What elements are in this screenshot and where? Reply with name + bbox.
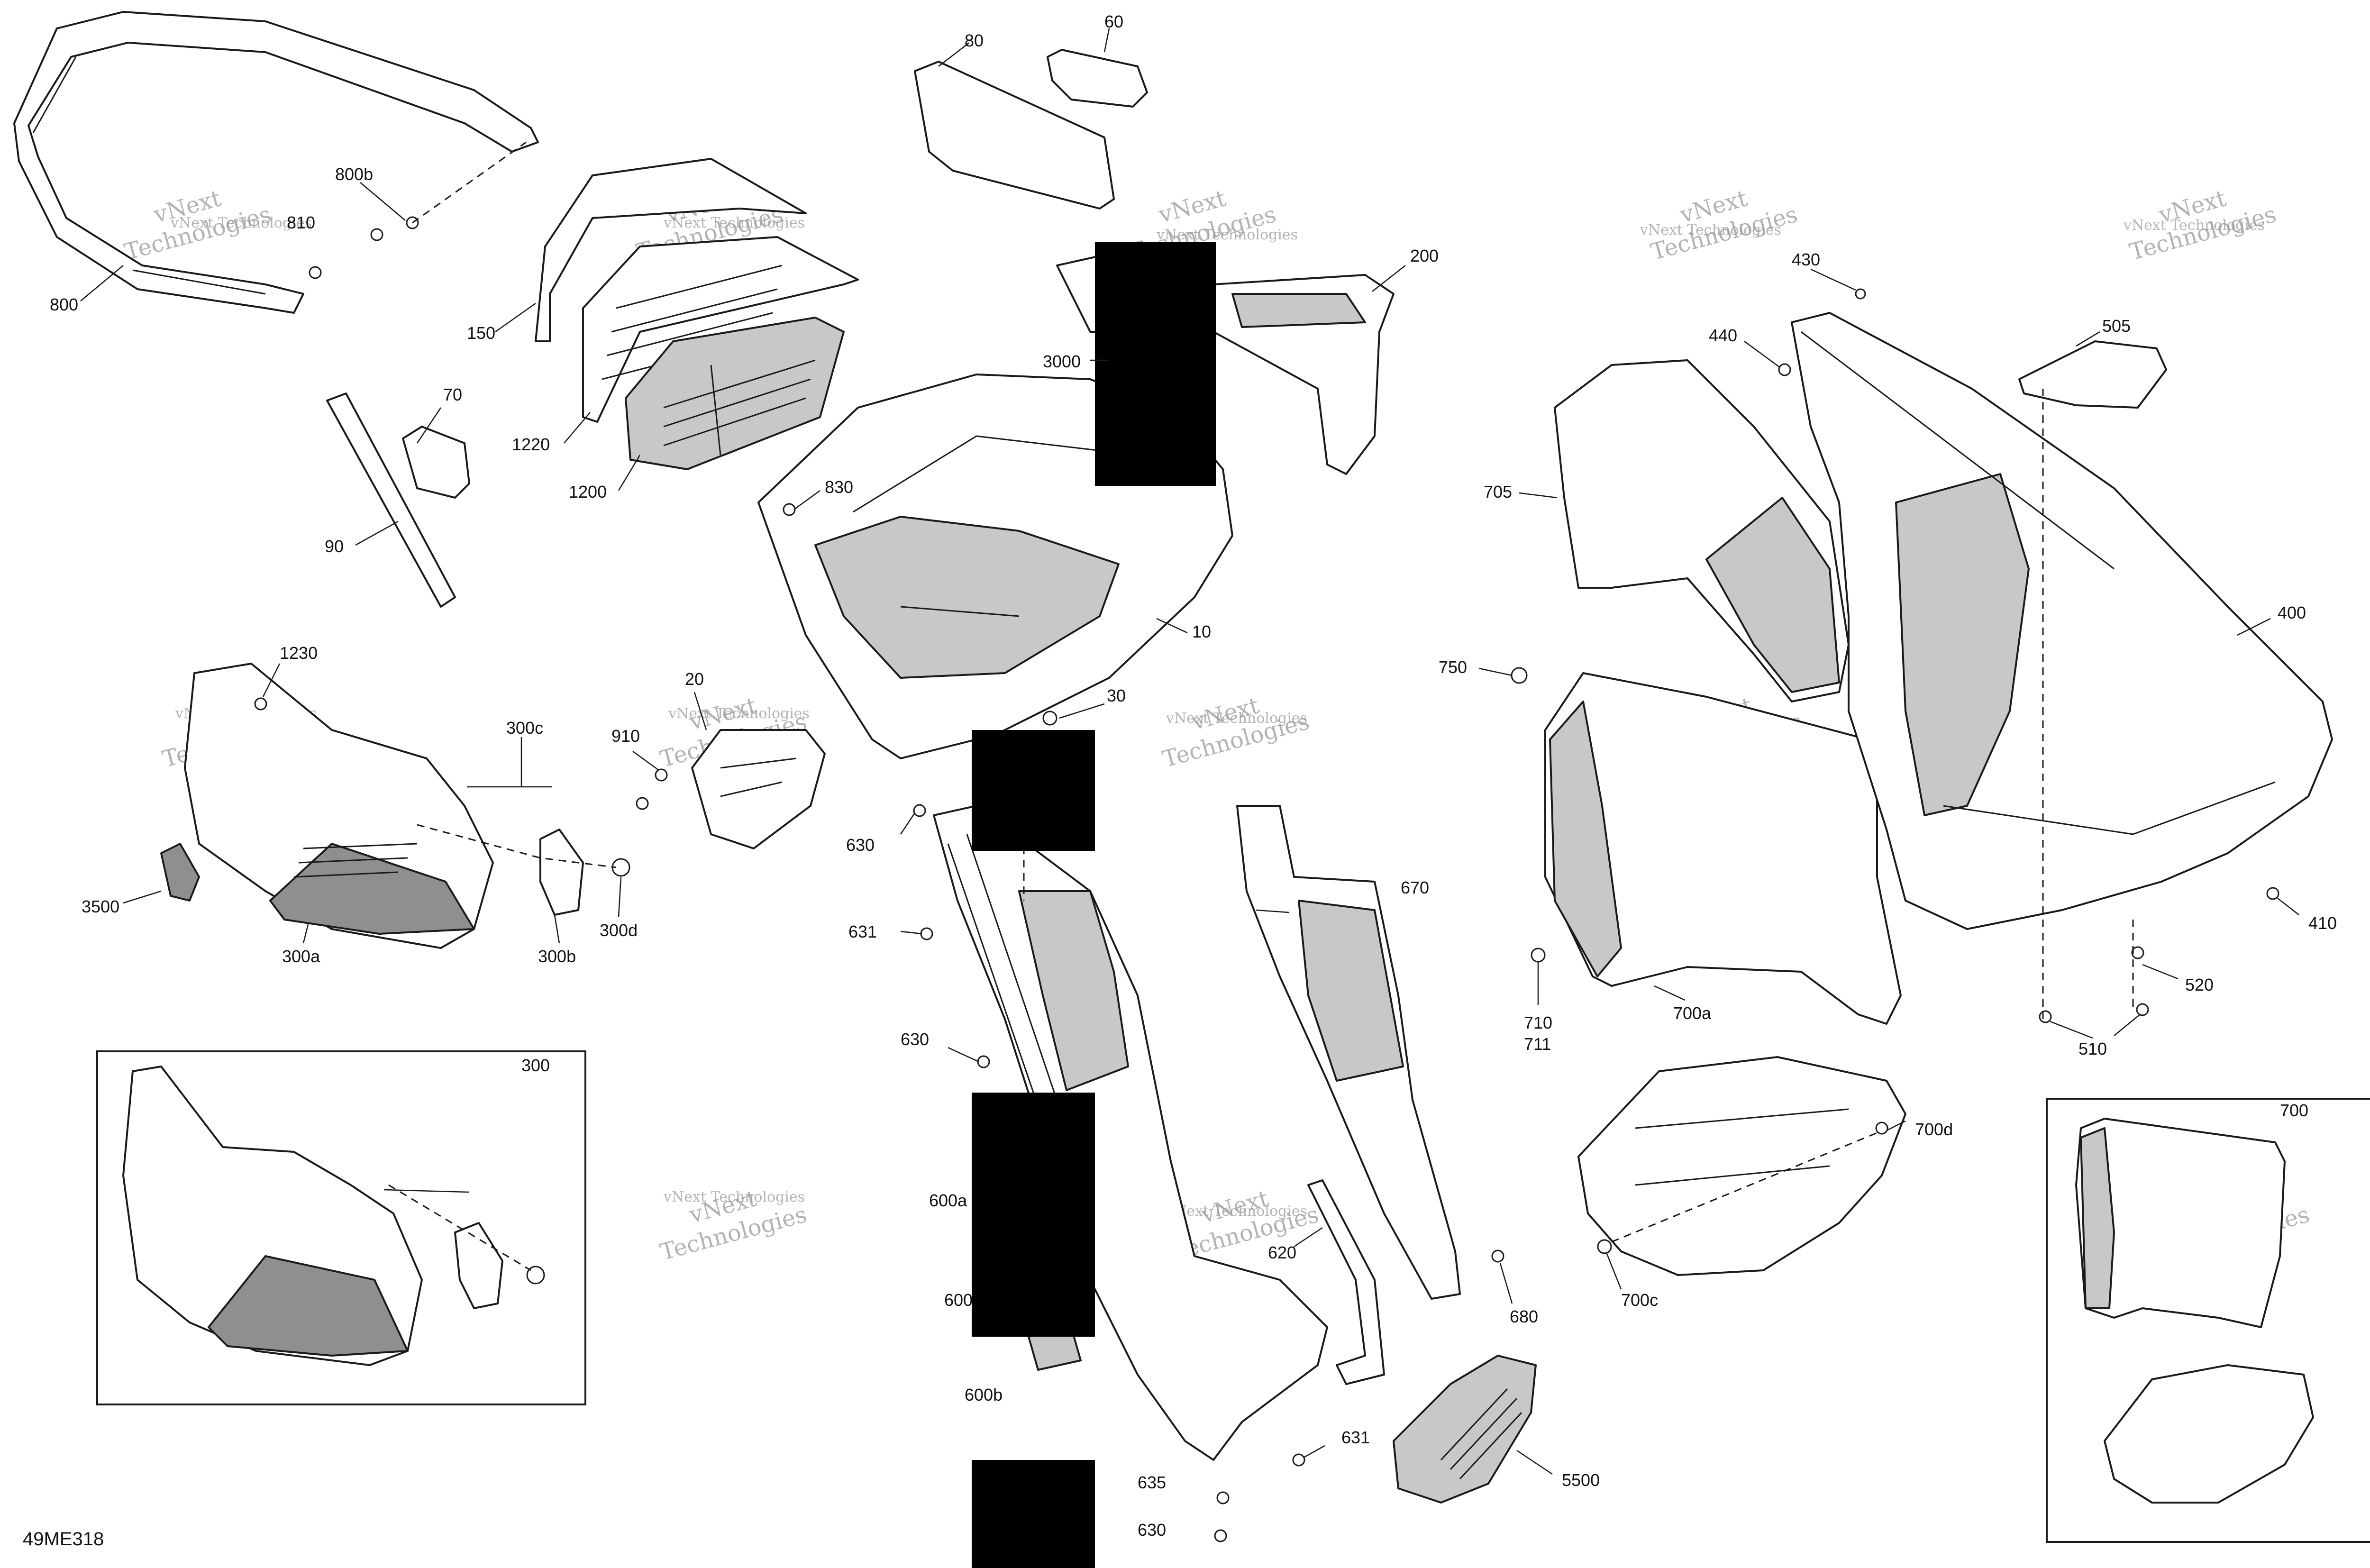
redaction-block — [972, 730, 1095, 851]
part-505-pad — [2018, 340, 2167, 409]
callout-3000: 3000 — [1043, 352, 1081, 371]
part-300-inset-assembly — [122, 1066, 545, 1366]
redaction-block — [972, 1093, 1095, 1337]
callout-400: 400 — [2278, 603, 2306, 622]
callout-630-mid: 630 — [901, 1030, 929, 1049]
callout-labels: 800 800b 810 150 1220 1200 70 90 80 60 2… — [50, 12, 2337, 1540]
callout-750: 750 — [1439, 657, 1467, 677]
callout-830: 830 — [825, 477, 853, 497]
callout-300c: 300c — [506, 718, 543, 738]
callout-5500: 5500 — [1562, 1470, 1600, 1490]
inset-frame-300 — [96, 1050, 586, 1405]
callout-70: 70 — [443, 385, 462, 404]
watermark-caption: vNext Technologies — [663, 1189, 805, 1205]
watermark-caption: vNext Technologies — [1166, 710, 1307, 727]
callout-300: 300 — [521, 1056, 550, 1075]
callout-630-bottom: 630 — [1138, 1520, 1166, 1540]
inset-frame-700 — [2046, 1098, 2370, 1543]
watermark-caption: vNext Technologies — [1640, 222, 1781, 238]
callout-700d: 700d — [1915, 1120, 1953, 1139]
redaction-blocks — [972, 242, 1216, 1568]
part-60-pad — [1047, 49, 1148, 108]
callout-910: 910 — [611, 726, 640, 746]
callout-600b: 600b — [965, 1385, 1003, 1404]
callout-10: 10 — [1192, 622, 1211, 641]
callout-800: 800 — [50, 295, 78, 314]
redaction-block — [972, 1460, 1095, 1568]
part-70-pad — [402, 426, 470, 499]
part-80-pad — [914, 61, 1115, 210]
watermark-caption: vNext Technologies — [663, 215, 805, 231]
callout-620: 620 — [1268, 1243, 1296, 1262]
part-150-panel — [535, 158, 807, 342]
callout-600: 600 — [944, 1290, 973, 1310]
callout-3500: 3500 — [82, 897, 119, 916]
callout-505: 505 — [2102, 316, 2131, 336]
callout-1200: 1200 — [569, 482, 607, 501]
callout-20: 20 — [685, 669, 704, 689]
callout-700c: 700c — [1621, 1290, 1658, 1310]
watermark: vNext Technologies — [1648, 185, 1800, 265]
redaction-block — [1095, 242, 1216, 486]
callout-430: 430 — [1792, 250, 1820, 269]
callout-60: 60 — [1104, 12, 1123, 31]
part-3500-cover — [160, 843, 200, 902]
callout-410: 410 — [2308, 913, 2337, 933]
callout-1220: 1220 — [512, 435, 550, 454]
part-705-panel — [1554, 359, 1850, 702]
callout-700: 700 — [2280, 1101, 2308, 1120]
callout-705: 705 — [1484, 482, 1512, 501]
part-90-strip — [326, 392, 456, 608]
watermark-caption: vNext Technologies — [2123, 217, 2265, 234]
part-670-side-panel — [1236, 805, 1461, 1300]
callout-300d: 300d — [600, 921, 638, 940]
watermark-caption: vNext Technologies — [668, 705, 810, 722]
part-1200-grille — [625, 317, 845, 470]
callout-700a: 700a — [1673, 1003, 1712, 1023]
callout-600a: 600a — [929, 1191, 967, 1210]
part-700d-tray — [1577, 1056, 1906, 1276]
watermark-caption: vNext Technologies — [1166, 1203, 1307, 1220]
part-20-bracket — [691, 729, 826, 849]
callout-300b: 300b — [538, 947, 576, 966]
callout-510: 510 — [2078, 1039, 2107, 1058]
watermark: vNext Technologies — [1160, 692, 1312, 773]
callout-800b: 800b — [335, 164, 373, 184]
part-700-inset-assembly — [2075, 1118, 2314, 1504]
part-620-strip — [1307, 1179, 1385, 1385]
callout-90: 90 — [325, 537, 344, 556]
callout-810: 810 — [287, 213, 315, 232]
part-300b-bracket — [539, 829, 584, 916]
part-5500-grille — [1393, 1355, 1537, 1504]
callout-440: 440 — [1709, 326, 1737, 345]
callout-711: 711 — [1524, 1034, 1551, 1054]
part-800-bumper-bar — [13, 11, 539, 314]
fastener-group — [254, 216, 2279, 1542]
callout-300a: 300a — [282, 947, 320, 966]
callout-631-bottom: 631 — [1341, 1428, 1370, 1447]
callout-30: 30 — [1107, 686, 1126, 705]
part-700a-inner-panel — [1544, 672, 1902, 1025]
callout-200: 200 — [1410, 246, 1439, 265]
callout-631-top: 631 — [848, 922, 877, 941]
leader-lines — [80, 28, 2299, 1475]
callout-1230: 1230 — [280, 643, 318, 663]
callout-80: 80 — [965, 31, 984, 50]
callout-520: 520 — [2185, 975, 2214, 994]
watermark: vNext Technologies — [657, 1185, 810, 1266]
callout-670: 670 — [1401, 878, 1429, 897]
watermark-caption: vNext Technologies — [170, 215, 312, 231]
callout-710: 710 — [1524, 1013, 1552, 1032]
callout-680: 680 — [1510, 1307, 1538, 1326]
part-1220-grille-frame — [582, 236, 859, 423]
callout-635: 635 — [1138, 1473, 1166, 1492]
callout-150: 150 — [467, 323, 495, 343]
part-300a-assembly — [184, 663, 494, 949]
watermark-caption: vNext Technologies — [1156, 227, 1298, 243]
part-400-side-body — [1791, 312, 2333, 930]
callout-630-top: 630 — [846, 835, 875, 855]
drawing-code: 49ME318 — [23, 1529, 104, 1550]
